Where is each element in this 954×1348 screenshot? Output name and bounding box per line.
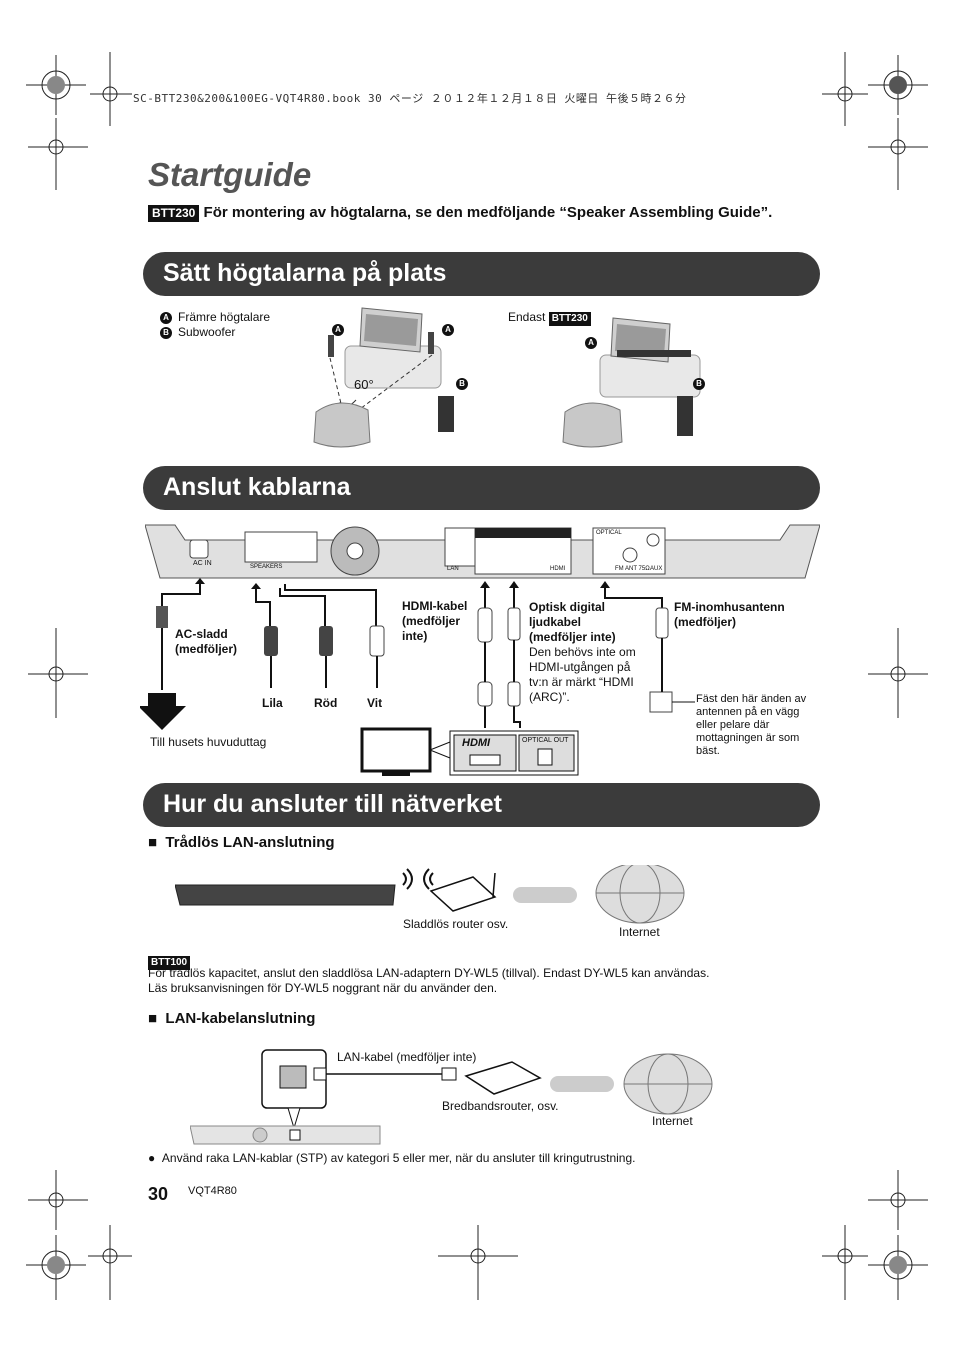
internet-label-2: Internet — [652, 1114, 693, 1128]
section-heading-cables: Anslut kablarna — [143, 466, 820, 510]
page-number: 30 — [148, 1184, 169, 1204]
lan-cable-illustration — [190, 1049, 713, 1145]
tv-illustration — [360, 727, 579, 776]
rear-panel-illustration — [145, 524, 820, 579]
legend-label: Subwoofer — [178, 325, 236, 339]
panel-aux: AUX — [650, 566, 663, 572]
hdmi-cable-label: HDMI-kabel (medföljer inte) — [402, 599, 468, 643]
manual-text: Läs bruksanvisningen för DY-WL5 noggrant… — [148, 981, 498, 995]
page-title: Startguide — [148, 156, 312, 193]
marker-a-left: A — [332, 321, 350, 339]
file-header: SC-BTT230&200&100EG-VQT4R80.book 30 ページ … — [133, 92, 687, 105]
optical-cable-note: Den behövs inte om HDMI-utgången på tv:n… — [529, 645, 636, 704]
legend-item-front: A Främre högtalare — [160, 310, 270, 325]
section-heading-network: Hur du ansluter till nätverket — [143, 783, 820, 827]
angle-label: 60° — [354, 377, 374, 392]
color-label-lila: Lila — [262, 696, 283, 710]
intro-text: För montering av högtalarna, se den medf… — [203, 204, 773, 221]
speaker-legend: A Främre högtalare B Subwoofer — [160, 310, 270, 340]
panel-lan: LAN — [447, 566, 459, 572]
cable-diagram — [140, 578, 695, 730]
internet-label: Internet — [619, 925, 660, 939]
panel-hdmi: HDMI — [550, 566, 566, 572]
marker-a-right: A — [442, 321, 460, 339]
cable-heading: ■ LAN-kabelanslutning — [148, 1010, 316, 1027]
wireless-heading: ■ Trådlös LAN-anslutning — [148, 834, 335, 851]
model-badge: BTT230 — [548, 312, 591, 326]
panel-fm-ant: FM ANT 75Ω — [615, 566, 650, 572]
bullet-square-icon: ■ — [148, 834, 166, 851]
ac-cable-label: AC-sladd (medföljer) — [175, 627, 238, 656]
marker-b-subwoofer: B — [693, 375, 711, 393]
legend-label: Främre högtalare — [178, 310, 271, 324]
doc-code: VQT4R80 — [188, 1185, 237, 1197]
marker-a-icon: A — [160, 311, 172, 324]
speaker-placement-illustration — [313, 307, 454, 448]
outlet-label: Till husets huvuduttag — [150, 735, 267, 749]
tv-optical-label: OPTICAL OUT — [522, 737, 569, 744]
fm-antenna-note: Fäst den här änden av antennen på en väg… — [696, 693, 807, 757]
section-heading-speakers: Sätt högtalarna på plats — [143, 252, 820, 296]
panel-ac-in: AC IN — [193, 560, 212, 567]
color-label-rod: Röd — [314, 696, 338, 710]
bullet-note: ● Använd raka LAN-kablar (STP) av katego… — [148, 1151, 636, 1165]
btt100-text: För trådlös kapacitet, anslut den sladdl… — [148, 966, 710, 980]
marker-b-icon: B — [160, 326, 172, 339]
lan-cable-label: LAN-kabel (medföljer inte) — [337, 1050, 477, 1064]
btt100-badge: BTT100 — [148, 952, 191, 970]
optical-cable-title: Optisk digital ljudkabel (medföljer inte… — [529, 600, 616, 644]
tv-hdmi-label: HDMI — [462, 737, 491, 749]
router-label: Sladdlös router osv. — [403, 917, 509, 931]
panel-optical: OPTICAL — [596, 530, 622, 536]
marker-a-soundbar: A — [585, 334, 603, 352]
legend-item-subwoofer: B Subwoofer — [160, 325, 270, 340]
intro-note: BTT230 För montering av högtalarna, se d… — [148, 203, 828, 223]
marker-b: B — [456, 375, 474, 393]
only-label: Endast BTT230 — [508, 310, 591, 326]
color-label-vit: Vit — [367, 696, 383, 710]
bullet-dot-icon: ● — [148, 1151, 162, 1165]
broadband-label: Bredbandsrouter, osv. — [442, 1099, 559, 1113]
soundbar-placement-illustration — [562, 317, 701, 448]
model-badge: BTT230 — [148, 205, 200, 222]
panel-speakers: SPEAKERS — [250, 564, 283, 570]
wireless-illustration — [175, 865, 685, 924]
bullet-square-icon: ■ — [148, 1010, 166, 1027]
fm-antenna-label: FM-inomhusantenn (medföljer) — [674, 600, 785, 629]
